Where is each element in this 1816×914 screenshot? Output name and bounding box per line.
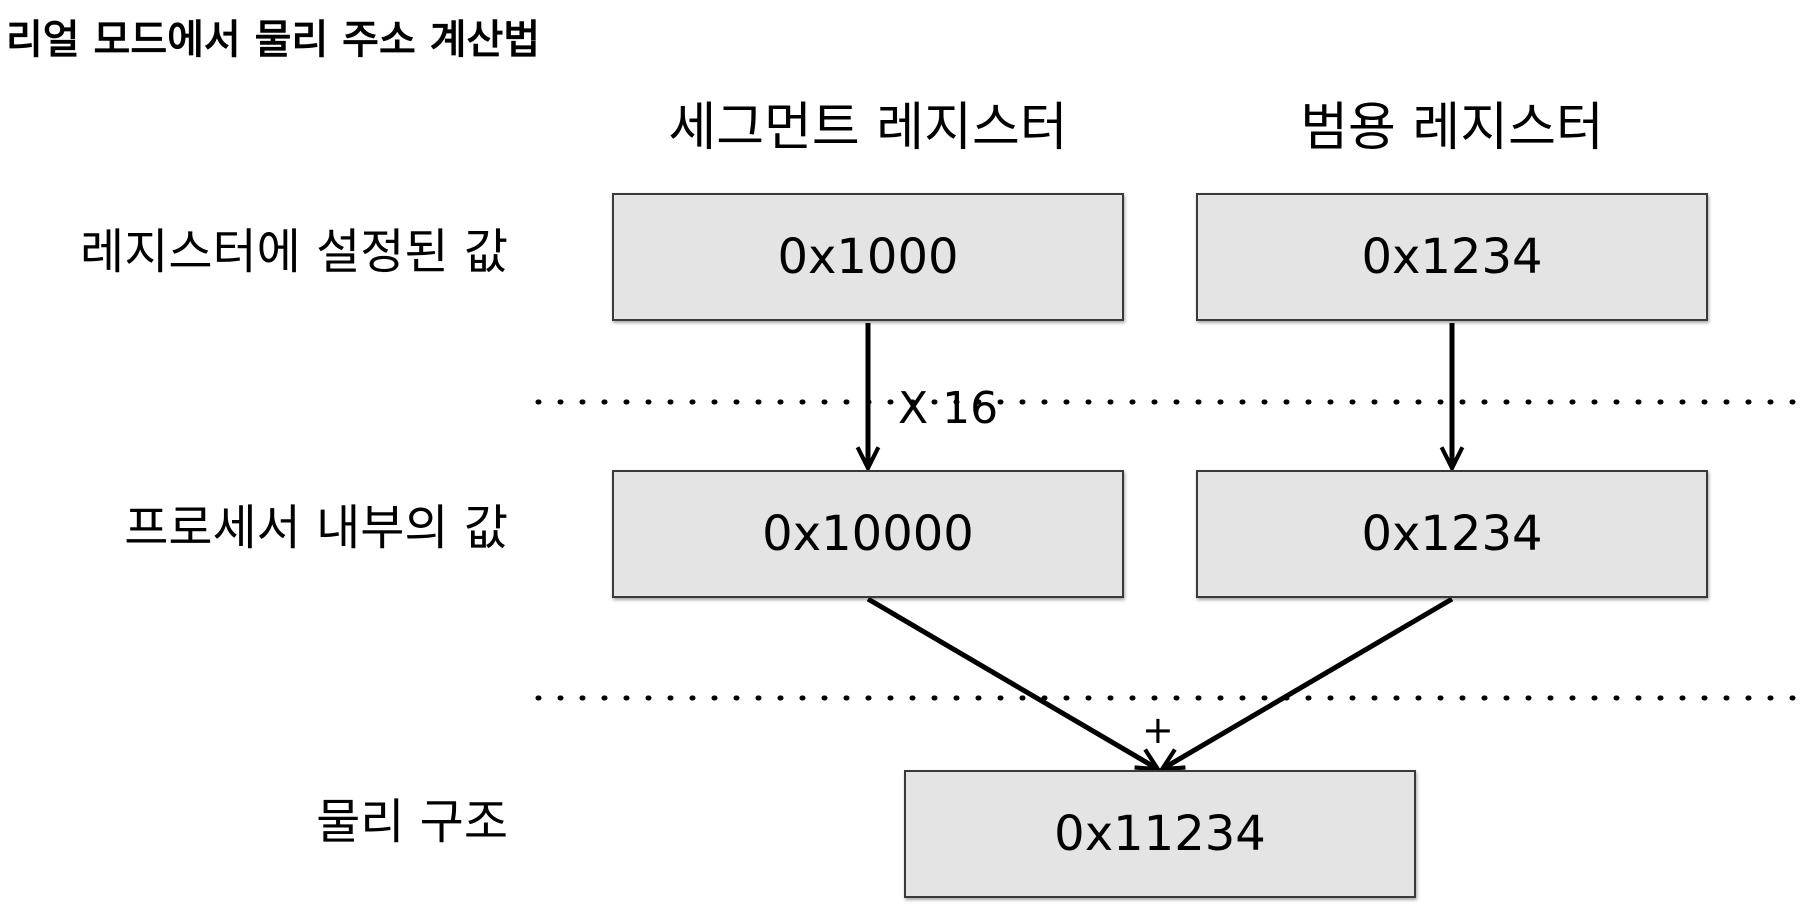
general-internal-value: 0x1234: [1361, 506, 1543, 562]
page-title: 리얼 모드에서 물리 주소 계산법: [6, 17, 541, 63]
column-header-general-register: 범용 레지스터: [1300, 98, 1604, 158]
add-label: +: [1142, 708, 1174, 752]
row-label-register-value: 레지스터에 설정된 값: [80, 224, 508, 280]
physical-address-box: 0x11234: [904, 770, 1416, 898]
segment-internal-value: 0x10000: [762, 506, 974, 562]
arrow-segment-internal-to-physical: [866, 596, 1156, 768]
segment-register-value: 0x1000: [777, 229, 959, 285]
row-label-internal-value: 프로세서 내부의 값: [124, 500, 508, 556]
physical-address-value: 0x11234: [1054, 806, 1266, 862]
general-register-value: 0x1234: [1361, 229, 1543, 285]
row-label-physical: 물리 구조: [316, 794, 508, 850]
general-register-value-box: 0x1234: [1196, 193, 1708, 321]
segment-register-value-box: 0x1000: [612, 193, 1124, 321]
arrow-general-internal-to-physical: [1164, 596, 1454, 768]
column-header-segment-register: 세그먼트 레지스터: [668, 98, 1068, 158]
general-internal-value-box: 0x1234: [1196, 470, 1708, 598]
multiply-label: X 16: [898, 383, 999, 434]
segment-internal-value-box: 0x10000: [612, 470, 1124, 598]
